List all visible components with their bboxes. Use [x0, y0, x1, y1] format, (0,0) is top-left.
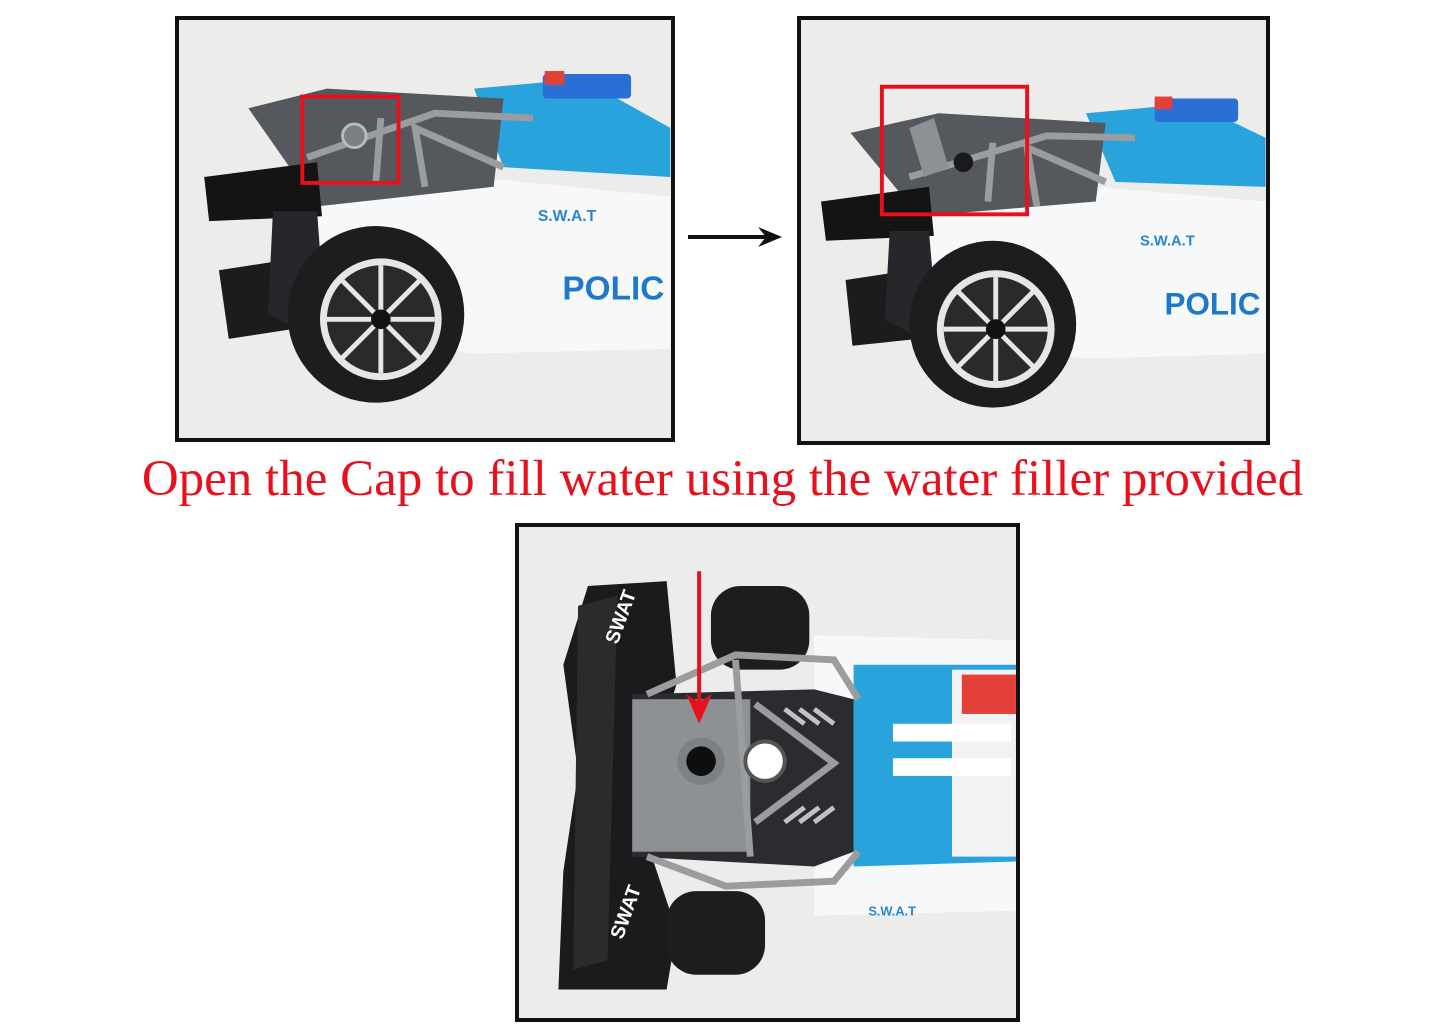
decal-swat: S.W.A.T [868, 904, 916, 919]
car-side-view-closed: S.W.A.T POLIC [179, 20, 671, 438]
down-arrow-icon [686, 571, 712, 724]
right-arrow-icon [688, 227, 782, 247]
water-inlet [953, 152, 974, 173]
photo-cap-open: S.W.A.T POLIC [797, 16, 1270, 445]
decal-swat: S.W.A.T [538, 208, 597, 225]
photo-cap-closed: S.W.A.T POLIC [175, 16, 675, 442]
water-cap-open [909, 118, 949, 178]
decal-swat: S.W.A.T [1140, 234, 1195, 250]
highlight-box [300, 94, 401, 185]
decal-police: POLIC [562, 271, 664, 308]
instruction-caption: Open the Cap to fill water using the wat… [141, 451, 1304, 507]
photo-top-view: SWAT SWAT S. [515, 523, 1020, 1022]
decal-police: POLIC [1165, 286, 1261, 321]
water-inlet [686, 746, 716, 776]
water-cap [341, 122, 368, 150]
highlight-box [879, 84, 1030, 217]
car-side-view-open: S.W.A.T POLIC [801, 20, 1266, 441]
car-top-view: SWAT SWAT S. [519, 527, 1016, 1018]
